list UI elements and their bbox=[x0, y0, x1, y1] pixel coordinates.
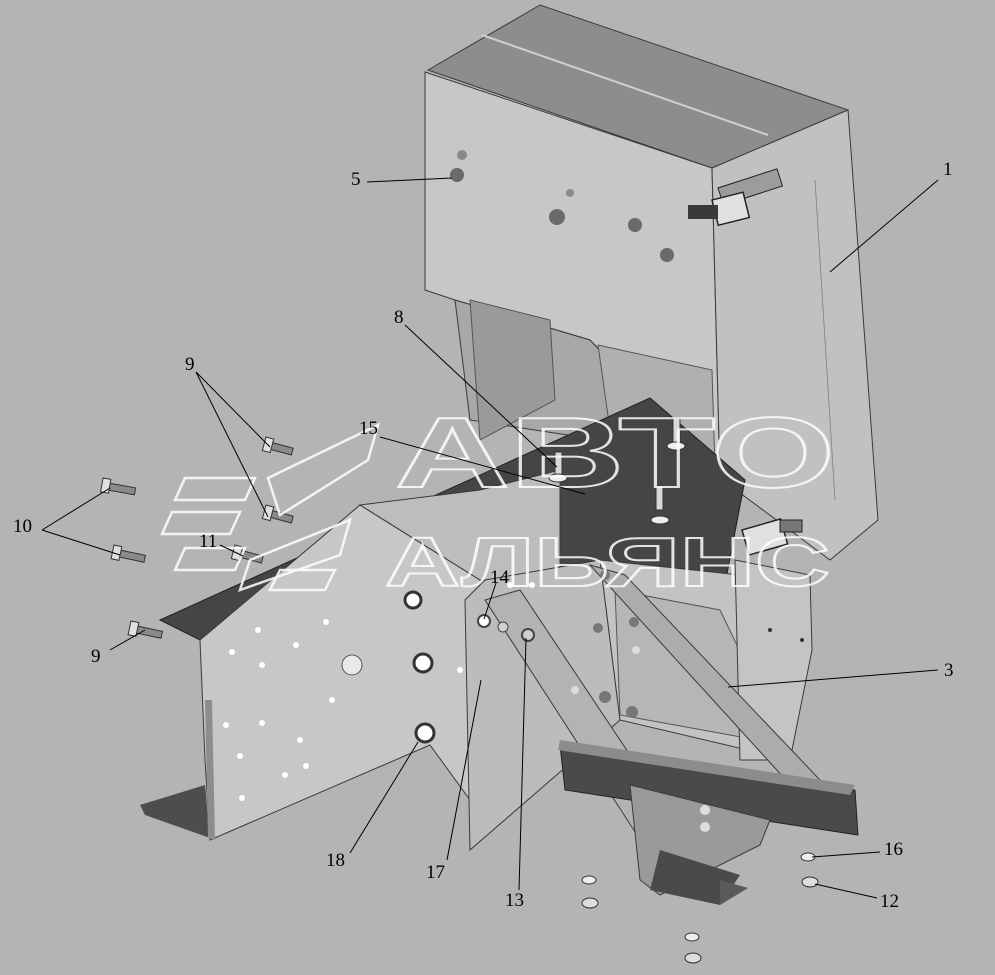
bolt-icon bbox=[110, 544, 147, 563]
washer-icon bbox=[581, 875, 597, 885]
nut-icon bbox=[801, 876, 819, 888]
watermark-line1: АВТО bbox=[395, 397, 835, 509]
callout-11: 11 bbox=[199, 531, 217, 552]
callout-3: 3 bbox=[944, 660, 954, 681]
washer-icon bbox=[684, 932, 700, 942]
callout-12: 12 bbox=[880, 891, 899, 912]
watermark-line2: АЛЬЯНС bbox=[385, 523, 830, 601]
hole bbox=[628, 218, 642, 232]
bolt-icon bbox=[99, 477, 137, 496]
leader-lines bbox=[41, 177, 939, 899]
callout-9-upper: 9 bbox=[185, 354, 195, 375]
nut-icon bbox=[684, 952, 702, 964]
hole bbox=[457, 150, 467, 160]
bolt-icon bbox=[666, 417, 686, 451]
callout-14: 14 bbox=[490, 567, 510, 588]
nut-icon bbox=[581, 897, 599, 909]
callout-8: 8 bbox=[394, 307, 404, 328]
callout-15: 15 bbox=[359, 418, 378, 439]
latch-upper bbox=[688, 168, 784, 227]
hole bbox=[414, 722, 436, 744]
bracket-part-3 bbox=[140, 397, 859, 905]
hole bbox=[521, 628, 535, 642]
callout-17: 17 bbox=[426, 862, 445, 883]
callout-13: 13 bbox=[505, 890, 524, 911]
callout-labels: 1 3 5 8 9 9 10 11 12 13 14 15 16 17 18 bbox=[13, 159, 954, 912]
bolt-icon bbox=[650, 485, 670, 525]
hole bbox=[660, 248, 674, 262]
bolt-icon bbox=[261, 436, 294, 456]
hole bbox=[497, 621, 509, 633]
callout-1: 1 bbox=[943, 159, 953, 180]
watermark-logo-icon bbox=[160, 422, 380, 593]
hole bbox=[341, 654, 363, 676]
callout-16: 16 bbox=[884, 839, 903, 860]
hole bbox=[403, 590, 423, 610]
callout-9-lower: 9 bbox=[91, 646, 101, 667]
watermark: АВТО АЛЬЯНС bbox=[160, 396, 836, 602]
latch-lower bbox=[741, 518, 803, 556]
bolt-icon bbox=[127, 620, 164, 639]
callout-10: 10 bbox=[13, 516, 32, 537]
hole bbox=[477, 614, 491, 628]
hole bbox=[566, 189, 574, 197]
hole bbox=[549, 209, 565, 225]
hole bbox=[450, 168, 464, 182]
callout-18: 18 bbox=[326, 850, 345, 871]
callout-5: 5 bbox=[351, 169, 361, 190]
hole bbox=[412, 652, 434, 674]
